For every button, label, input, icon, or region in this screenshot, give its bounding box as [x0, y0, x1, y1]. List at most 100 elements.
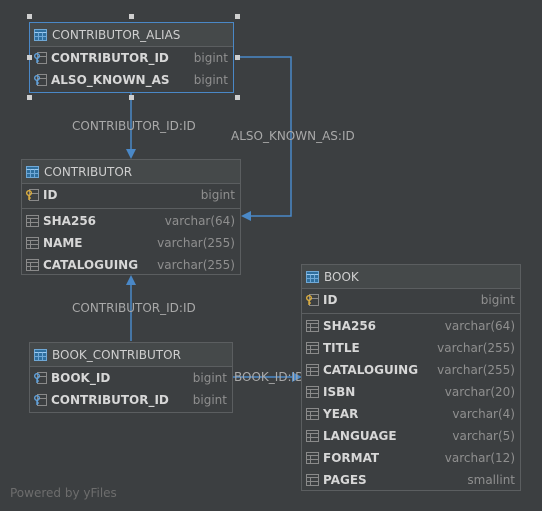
column-name: CONTRIBUTOR_ID — [51, 51, 169, 65]
column-row[interactable]: TITLE varchar(255) — [302, 337, 520, 359]
selection-handle[interactable] — [129, 14, 134, 19]
selection-handle[interactable] — [235, 55, 240, 60]
divider — [22, 208, 240, 209]
column-name: YEAR — [323, 407, 359, 421]
primary-key-row[interactable]: ID bigint — [22, 184, 240, 206]
table-icon — [34, 28, 47, 41]
selection-handle[interactable] — [27, 55, 32, 60]
column-type: varchar(255) — [437, 341, 515, 355]
table-name: BOOK_CONTRIBUTOR — [52, 347, 181, 362]
column-type: bigint — [192, 371, 227, 385]
column-row[interactable]: BOOK_ID bigint — [30, 367, 232, 389]
column-name: ID — [43, 188, 58, 202]
table-name: BOOK — [324, 269, 359, 284]
column-row[interactable]: YEAR varchar(4) — [302, 403, 520, 425]
column-type: bigint — [192, 393, 227, 407]
column-type: varchar(255) — [157, 236, 235, 250]
column-type: bigint — [480, 293, 515, 307]
column-name: ISBN — [323, 385, 356, 399]
primary-key-icon — [26, 189, 39, 201]
column-row[interactable]: SHA256 varchar(64) — [302, 315, 520, 337]
primary-key-list: ID bigint — [302, 289, 520, 311]
foreign-key-icon — [34, 372, 47, 384]
foreign-key-icon — [34, 52, 47, 64]
column-name: SHA256 — [43, 214, 97, 228]
column-icon — [306, 364, 319, 376]
column-icon — [306, 474, 319, 486]
selection-handle[interactable] — [27, 14, 32, 19]
primary-key-row[interactable]: ID bigint — [302, 289, 520, 311]
column-name: FORMAT — [323, 451, 380, 465]
column-row[interactable]: SHA256 varchar(64) — [22, 210, 240, 232]
table-book[interactable]: BOOK ID bigint SHA256 varchar(64) TITLE varc… — [301, 264, 521, 491]
edge-alias-aka[interactable] — [235, 56, 292, 221]
column-row[interactable]: ALSO_KNOWN_AS bigint — [30, 69, 233, 91]
table-icon — [26, 165, 39, 178]
column-name: CATALOGUING — [323, 363, 419, 377]
divider — [302, 313, 520, 314]
column-name: CATALOGUING — [43, 258, 139, 272]
table-header[interactable]: CONTRIBUTOR_ALIAS — [30, 23, 233, 47]
table-icon — [34, 348, 47, 361]
table-name: CONTRIBUTOR — [44, 164, 133, 179]
column-type: bigint — [193, 73, 228, 87]
column-name: ALSO_KNOWN_AS — [51, 73, 170, 87]
column-row[interactable]: CATALOGUING varchar(255) — [22, 254, 240, 276]
column-icon — [306, 342, 319, 354]
column-row[interactable]: ISBN varchar(20) — [302, 381, 520, 403]
selection-handle[interactable] — [235, 14, 240, 19]
table-name: CONTRIBUTOR_ALIAS — [52, 27, 181, 42]
column-icon — [26, 215, 39, 227]
table-contributor[interactable]: CONTRIBUTOR ID bigint SHA256 varchar(64) NA… — [21, 159, 241, 275]
column-row[interactable]: CATALOGUING varchar(255) — [302, 359, 520, 381]
column-type: smallint — [467, 473, 515, 487]
column-row[interactable]: NAME varchar(255) — [22, 232, 240, 254]
column-type: varchar(64) — [444, 319, 515, 333]
column-icon — [306, 408, 319, 420]
column-icon — [306, 386, 319, 398]
column-name: ID — [323, 293, 338, 307]
table-header[interactable]: BOOK — [302, 265, 520, 289]
column-name: NAME — [43, 236, 83, 250]
column-row[interactable]: FORMAT varchar(12) — [302, 447, 520, 469]
edge-label-alias-aka: ALSO_KNOWN_AS:ID — [231, 129, 355, 143]
column-type: varchar(5) — [452, 429, 515, 443]
column-name: LANGUAGE — [323, 429, 397, 443]
column-icon — [306, 452, 319, 464]
edge-label-bc-book: BOOK_ID:ID — [234, 370, 305, 384]
primary-key-icon — [306, 294, 319, 306]
column-name: BOOK_ID — [51, 371, 111, 385]
column-type: varchar(64) — [164, 214, 235, 228]
column-type: varchar(4) — [452, 407, 515, 421]
table-header[interactable]: CONTRIBUTOR — [22, 160, 240, 184]
edge-label-bc-contributor: CONTRIBUTOR_ID:ID — [72, 301, 196, 315]
column-type: varchar(255) — [157, 258, 235, 272]
column-type: varchar(255) — [437, 363, 515, 377]
edge-label-alias-contributor: CONTRIBUTOR_ID:ID — [72, 119, 196, 133]
column-name: SHA256 — [323, 319, 377, 333]
column-type: varchar(20) — [444, 385, 515, 399]
selection-handle[interactable] — [129, 95, 134, 100]
column-row[interactable]: LANGUAGE varchar(5) — [302, 425, 520, 447]
table-header[interactable]: BOOK_CONTRIBUTOR — [30, 343, 232, 367]
selection-handle[interactable] — [235, 95, 240, 100]
table-icon — [306, 270, 319, 283]
selection-handle[interactable] — [27, 95, 32, 100]
column-type: bigint — [200, 188, 235, 202]
column-icon — [306, 430, 319, 442]
column-icon — [306, 320, 319, 332]
column-row[interactable]: CONTRIBUTOR_ID bigint — [30, 47, 233, 69]
column-type: varchar(12) — [444, 451, 515, 465]
column-name: TITLE — [323, 341, 360, 355]
column-type: bigint — [193, 51, 228, 65]
foreign-key-icon — [34, 74, 47, 86]
